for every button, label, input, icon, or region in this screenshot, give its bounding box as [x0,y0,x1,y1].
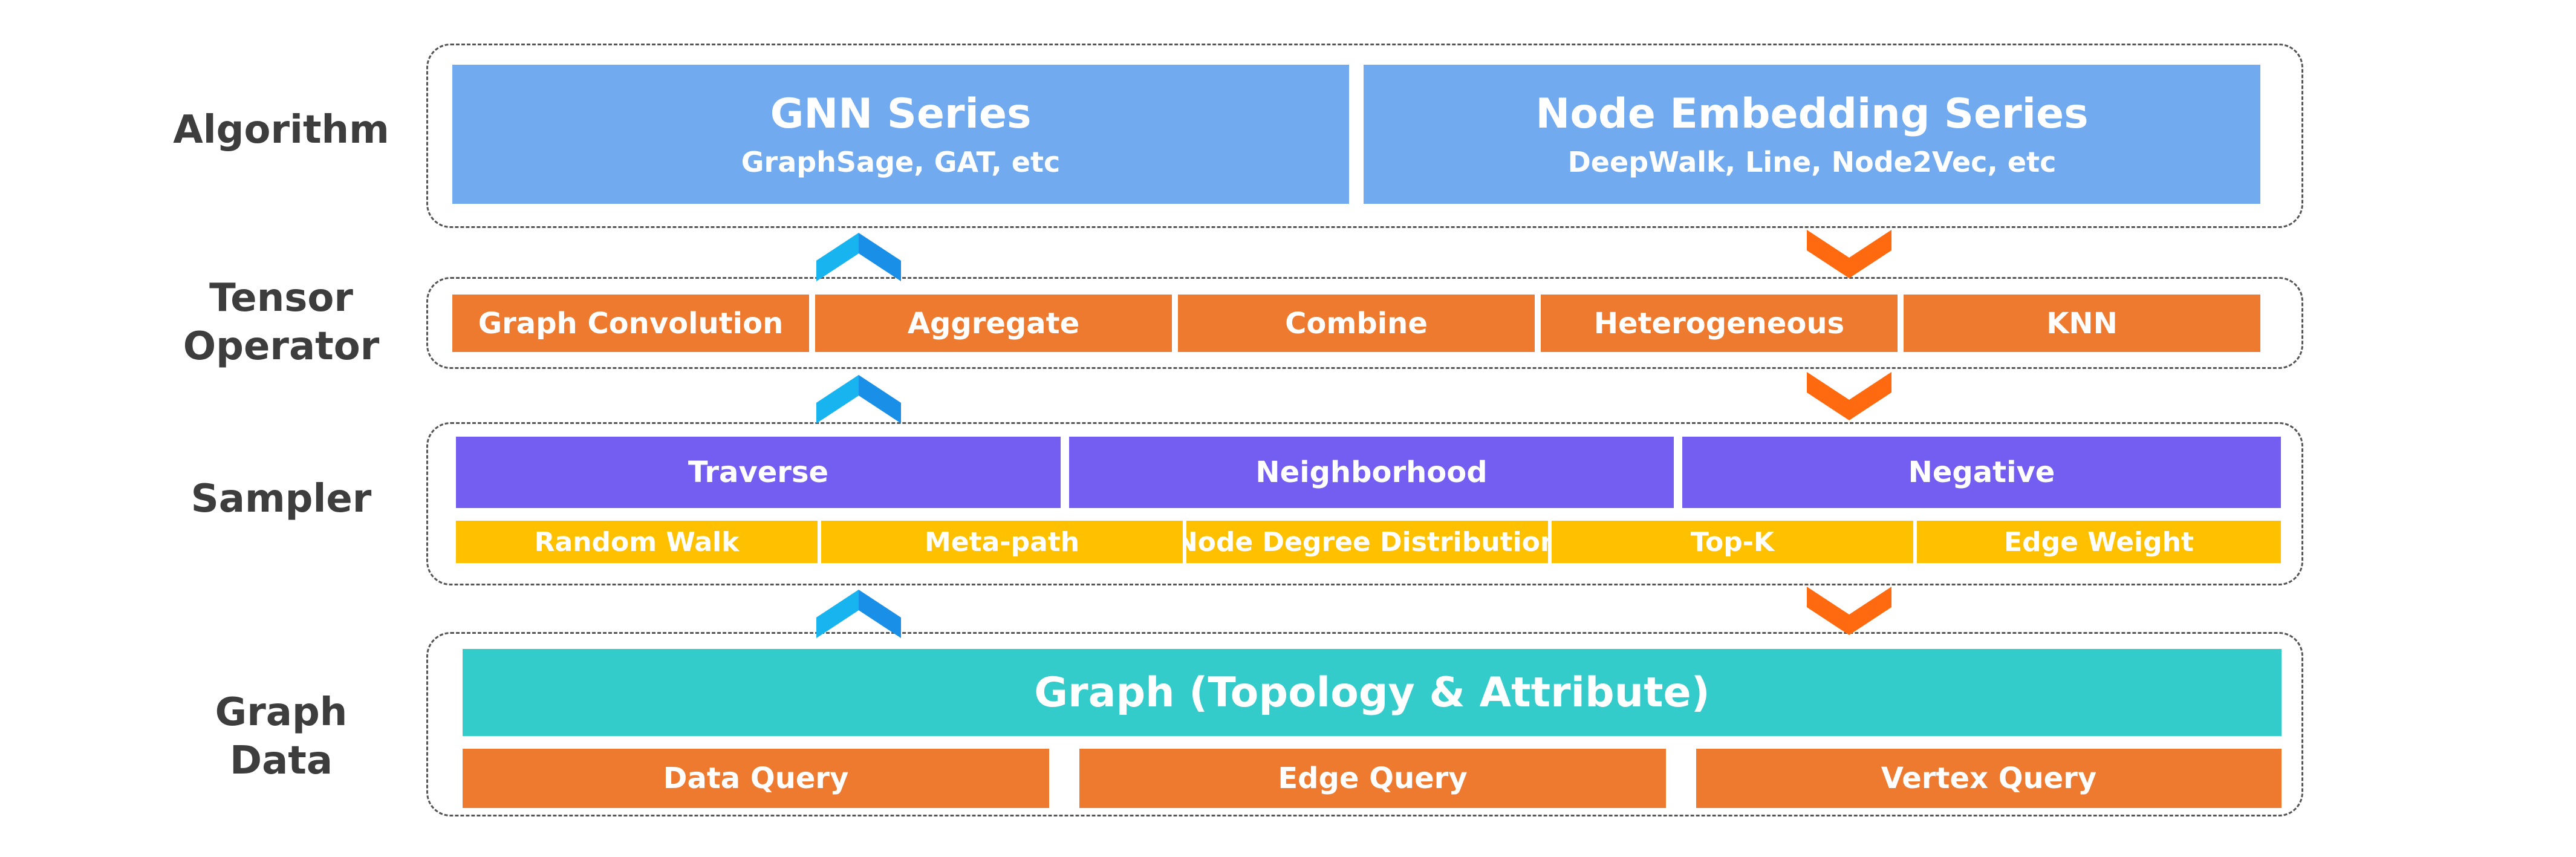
tensor-op-graph-convolution: Graph Convolution [452,295,809,352]
graph-topology-attribute-box: Graph (Topology & Attribute) [463,649,2282,736]
sampler-random-walk: Random Walk [456,521,818,563]
tensor-operator-layer-frame [426,277,2303,369]
layer-label-tensor-operator: Tensor Operator [154,274,408,371]
chevron-down-icon [1807,372,1891,420]
chevron-up-icon [816,375,901,423]
layer-label-sampler: Sampler [154,475,408,523]
sampler-top-k: Top-K [1552,521,1913,563]
gnn-series-title: GNN Series [770,90,1032,138]
graph-data-layer-frame [426,632,2303,816]
layer-label-sampler-text: Sampler [190,477,372,521]
sampler-traverse: Traverse [456,437,1061,508]
graph-vertex-query: Vertex Query [1696,749,2282,808]
gnn-series-box: GNN Series GraphSage, GAT, etc [452,65,1349,204]
layer-label-graph-line2: Data [229,738,333,783]
node-embedding-series-title: Node Embedding Series [1535,90,2089,138]
node-embedding-series-box: Node Embedding Series DeepWalk, Line, No… [1364,65,2260,204]
chevron-up-icon [816,233,901,281]
sampler-meta-path: Meta-path [821,521,1183,563]
tensor-op-knn: KNN [1904,295,2260,352]
layer-label-algorithm: Algorithm [154,106,408,154]
layer-label-graph-line1: Graph [215,690,348,735]
gnn-series-subtitle: GraphSage, GAT, etc [741,146,1061,178]
sampler-node-degree-distribution: Node Degree Distribution [1186,521,1548,563]
sampler-negative: Negative [1682,437,2281,508]
layer-label-tensor-line1: Tensor [209,276,353,321]
tensor-op-heterogeneous: Heterogeneous [1541,295,1898,352]
tensor-op-combine: Combine [1178,295,1535,352]
graph-edge-query: Edge Query [1079,749,1666,808]
sampler-layer-frame [426,422,2303,585]
tensor-op-aggregate: Aggregate [815,295,1172,352]
algorithm-layer-frame [426,44,2303,228]
node-embedding-series-subtitle: DeepWalk, Line, Node2Vec, etc [1567,146,2057,178]
layer-label-graph-data: Graph Data [154,688,408,785]
chevron-down-icon [1807,587,1891,635]
chevron-up-icon [816,590,901,638]
chevron-down-icon [1807,230,1891,278]
graph-data-query: Data Query [463,749,1049,808]
sampler-neighborhood: Neighborhood [1069,437,1674,508]
sampler-edge-weight: Edge Weight [1917,521,2281,563]
layer-label-algorithm-text: Algorithm [173,108,389,152]
layer-label-tensor-line2: Operator [183,324,380,369]
